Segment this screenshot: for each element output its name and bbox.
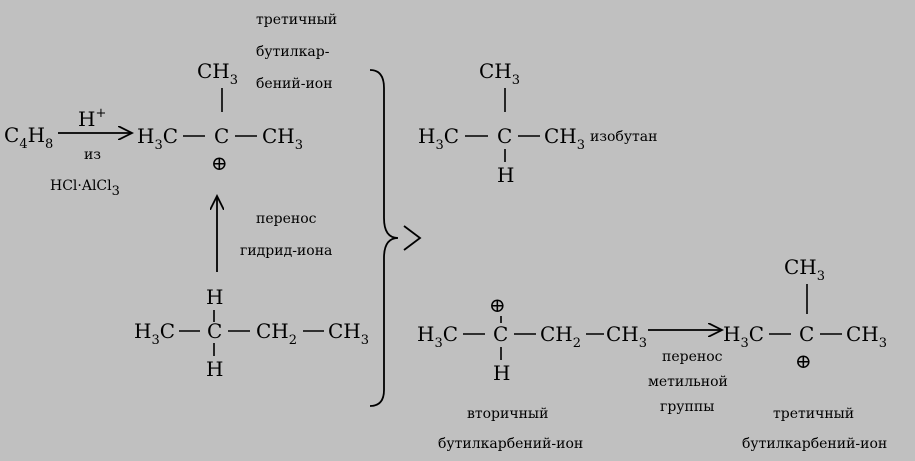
svg-text:третичный: третичный [256,12,337,28]
svg-text:третичный: третичный [773,406,854,422]
svg-text:группы: группы [660,399,714,415]
svg-text:перенос: перенос [662,349,723,365]
tert-cation-2: CH3 H3C C CH3 ⊕ [723,255,887,373]
tert-cation-2-label: третичный бутилкарбений-ион [742,406,887,452]
svg-text:CH3: CH3 [479,59,520,88]
sec-cation: ⊕ H3C C CH2 CH3 H [417,293,647,385]
svg-text:H: H [206,357,223,381]
svg-text:CH3: CH3 [846,322,887,351]
reactant-formula: C4H8 [4,123,53,152]
sec-cation-label: вторичный бутилкарбений-ион [438,406,583,452]
svg-text:H3C: H3C [418,124,459,153]
charge-plus: ⊕ [489,293,506,317]
charge-plus: ⊕ [211,151,228,175]
isobutane-name: изобутан [590,129,657,145]
svg-text:C4H8: C4H8 [4,123,53,152]
svg-text:H3C: H3C [137,124,178,153]
brace-arrow-head [403,225,422,251]
isobutane-molecule: CH3 H3C C CH3 H изобутан [418,59,657,187]
svg-text:бений-ион: бений-ион [256,76,333,92]
svg-text:H: H [493,361,510,385]
svg-text:CH2: CH2 [540,322,581,351]
svg-text:бутилкарбений-ион: бутилкарбений-ион [438,436,583,452]
svg-text:H3C: H3C [417,322,458,351]
charge-plus: ⊕ [795,349,812,373]
tert-cation-1-label: третичный бутилкар- бений-ион [256,12,337,92]
svg-text:H: H [497,163,514,187]
svg-text:вторичный: вторичный [467,406,548,422]
svg-text:C: C [214,124,229,148]
hydride-transfer-arrow: перенос гидрид-иона [217,196,332,272]
svg-text:метильной: метильной [648,374,728,390]
svg-text:гидрид-иона: гидрид-иона [240,243,332,259]
reagent-bottom: HCl·AlCl3 [50,178,120,199]
svg-text:C: C [207,319,222,343]
svg-text:H3C: H3C [134,319,175,348]
svg-text:CH3: CH3 [328,319,369,348]
reagent-mid: из [84,147,101,163]
svg-text:перенос: перенос [256,211,317,227]
tert-cation-1: CH3 H3C C CH3 ⊕ [137,59,303,175]
svg-text:C: C [497,124,512,148]
svg-text:H: H [206,285,223,309]
butane-molecule: H H3C C CH2 CH3 H [134,285,369,381]
svg-text:бутилкар-: бутилкар- [256,44,330,60]
methyl-transfer-arrow: перенос метильной группы [648,330,728,415]
svg-text:CH3: CH3 [262,124,303,153]
svg-text:H3C: H3C [723,322,764,351]
svg-text:C: C [493,322,508,346]
svg-text:CH3: CH3 [606,322,647,351]
svg-text:CH3: CH3 [544,124,585,153]
svg-text:C: C [799,322,814,346]
reagent-arrow: H+ из HCl·AlCl3 [50,106,132,199]
reagent-top: H+ [78,106,106,131]
svg-text:бутилкарбений-ион: бутилкарбений-ион [742,436,887,452]
svg-text:CH3: CH3 [784,255,825,284]
svg-text:CH3: CH3 [197,59,238,88]
grouping-brace [369,69,399,407]
svg-text:CH2: CH2 [256,319,297,348]
